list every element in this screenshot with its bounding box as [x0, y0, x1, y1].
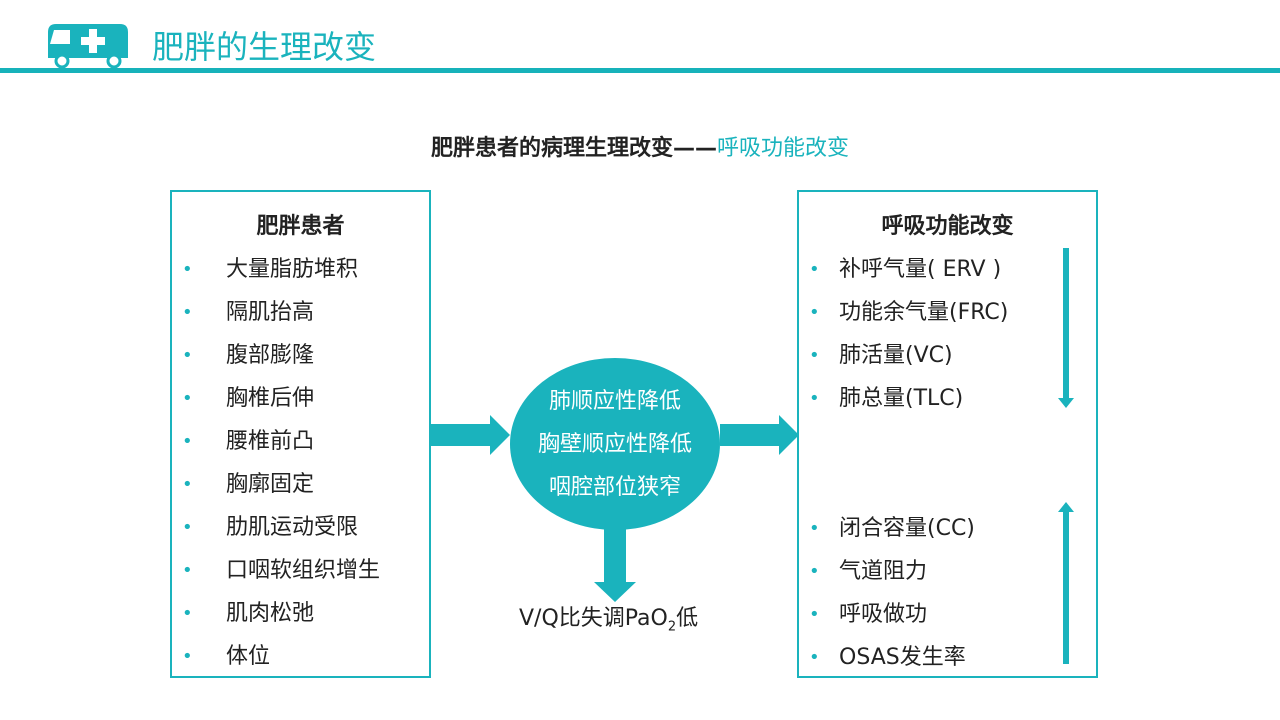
bullet-icon: • — [809, 518, 820, 539]
bullet-icon: • — [809, 302, 820, 323]
decrease-arrow-icon — [1058, 248, 1074, 408]
ambulance-icon — [48, 24, 128, 68]
bullet-icon: • — [182, 517, 193, 538]
bullet-icon: • — [809, 345, 820, 366]
list-item: •肋肌运动受限 — [172, 506, 380, 549]
increased-list: •闭合容量(CC) •气道阻力 •呼吸做功 •OSAS发生率 — [799, 507, 975, 679]
header-divider — [0, 68, 1280, 73]
list-item: •大量脂肪堆积 — [172, 248, 380, 291]
bullet-icon: • — [182, 259, 193, 280]
bullet-icon: • — [182, 560, 193, 581]
list-item: •体位 — [172, 635, 380, 678]
list-item: •气道阻力 — [799, 550, 975, 593]
bullet-icon: • — [182, 646, 193, 667]
list-item: •胸廓固定 — [172, 463, 380, 506]
mechanism-circle: 肺顺应性降低 胸壁顺应性降低 咽腔部位狭窄 — [510, 358, 720, 530]
bullet-icon: • — [809, 604, 820, 625]
list-item: •隔肌抬高 — [172, 291, 380, 334]
left-box-title: 肥胖患者 — [256, 214, 345, 239]
bullet-icon: • — [182, 603, 193, 624]
page-title: 肥胖的生理改变 — [152, 28, 377, 66]
mechanism-line: 肺顺应性降低 — [548, 389, 681, 414]
bullet-icon: • — [809, 259, 820, 280]
bullet-icon: • — [809, 561, 820, 582]
list-item: •腹部膨隆 — [172, 334, 380, 377]
vq-outcome-label: V/Q比失调PaO2低 — [519, 606, 699, 635]
list-item: •腰椎前凸 — [172, 420, 380, 463]
slide-subtitle: 肥胖患者的病理生理改变——呼吸功能改变 — [0, 130, 1280, 162]
list-item: •OSAS发生率 — [799, 636, 975, 679]
list-item: •肺活量(VC) — [799, 334, 1008, 377]
decreased-list: •补呼气量( ERV ) •功能余气量(FRC) •肺活量(VC) •肺总量(T… — [799, 248, 1008, 420]
right-box-title: 呼吸功能改变 — [881, 214, 1014, 239]
mechanism-line: 胸壁顺应性降低 — [537, 432, 692, 457]
subtitle-main: 肥胖患者的病理生理改变—— — [430, 136, 717, 161]
obese-patient-box: 肥胖患者 •大量脂肪堆积 •隔肌抬高 •腹部膨隆 •胸椎后伸 •腰椎前凸 •胸廓… — [170, 190, 431, 678]
bullet-icon: • — [809, 647, 820, 668]
arrow-down-icon — [594, 522, 636, 602]
list-item: •口咽软组织增生 — [172, 549, 380, 592]
bullet-icon: • — [182, 302, 193, 323]
subtitle-accent: 呼吸功能改变 — [717, 136, 850, 161]
bullet-icon: • — [182, 474, 193, 495]
increase-arrow-icon — [1058, 502, 1074, 664]
obese-patient-list: •大量脂肪堆积 •隔肌抬高 •腹部膨隆 •胸椎后伸 •腰椎前凸 •胸廓固定 •肋… — [172, 248, 380, 678]
list-item: •胸椎后伸 — [172, 377, 380, 420]
respiratory-change-box: 呼吸功能改变 •补呼气量( ERV ) •功能余气量(FRC) •肺活量(VC)… — [797, 190, 1098, 678]
list-item: •补呼气量( ERV ) — [799, 248, 1008, 291]
bullet-icon: • — [182, 431, 193, 452]
list-item: •闭合容量(CC) — [799, 507, 975, 550]
bullet-icon: • — [182, 345, 193, 366]
bullet-icon: • — [809, 388, 820, 409]
list-item: •功能余气量(FRC) — [799, 291, 1008, 334]
arrow-right-icon — [431, 415, 510, 455]
list-item: •呼吸做功 — [799, 593, 975, 636]
mechanism-line: 咽腔部位狭窄 — [548, 475, 681, 500]
arrow-right-icon — [720, 415, 799, 455]
list-item: •肺总量(TLC) — [799, 377, 1008, 420]
list-item: •肌肉松弛 — [172, 592, 380, 635]
bullet-icon: • — [182, 388, 193, 409]
